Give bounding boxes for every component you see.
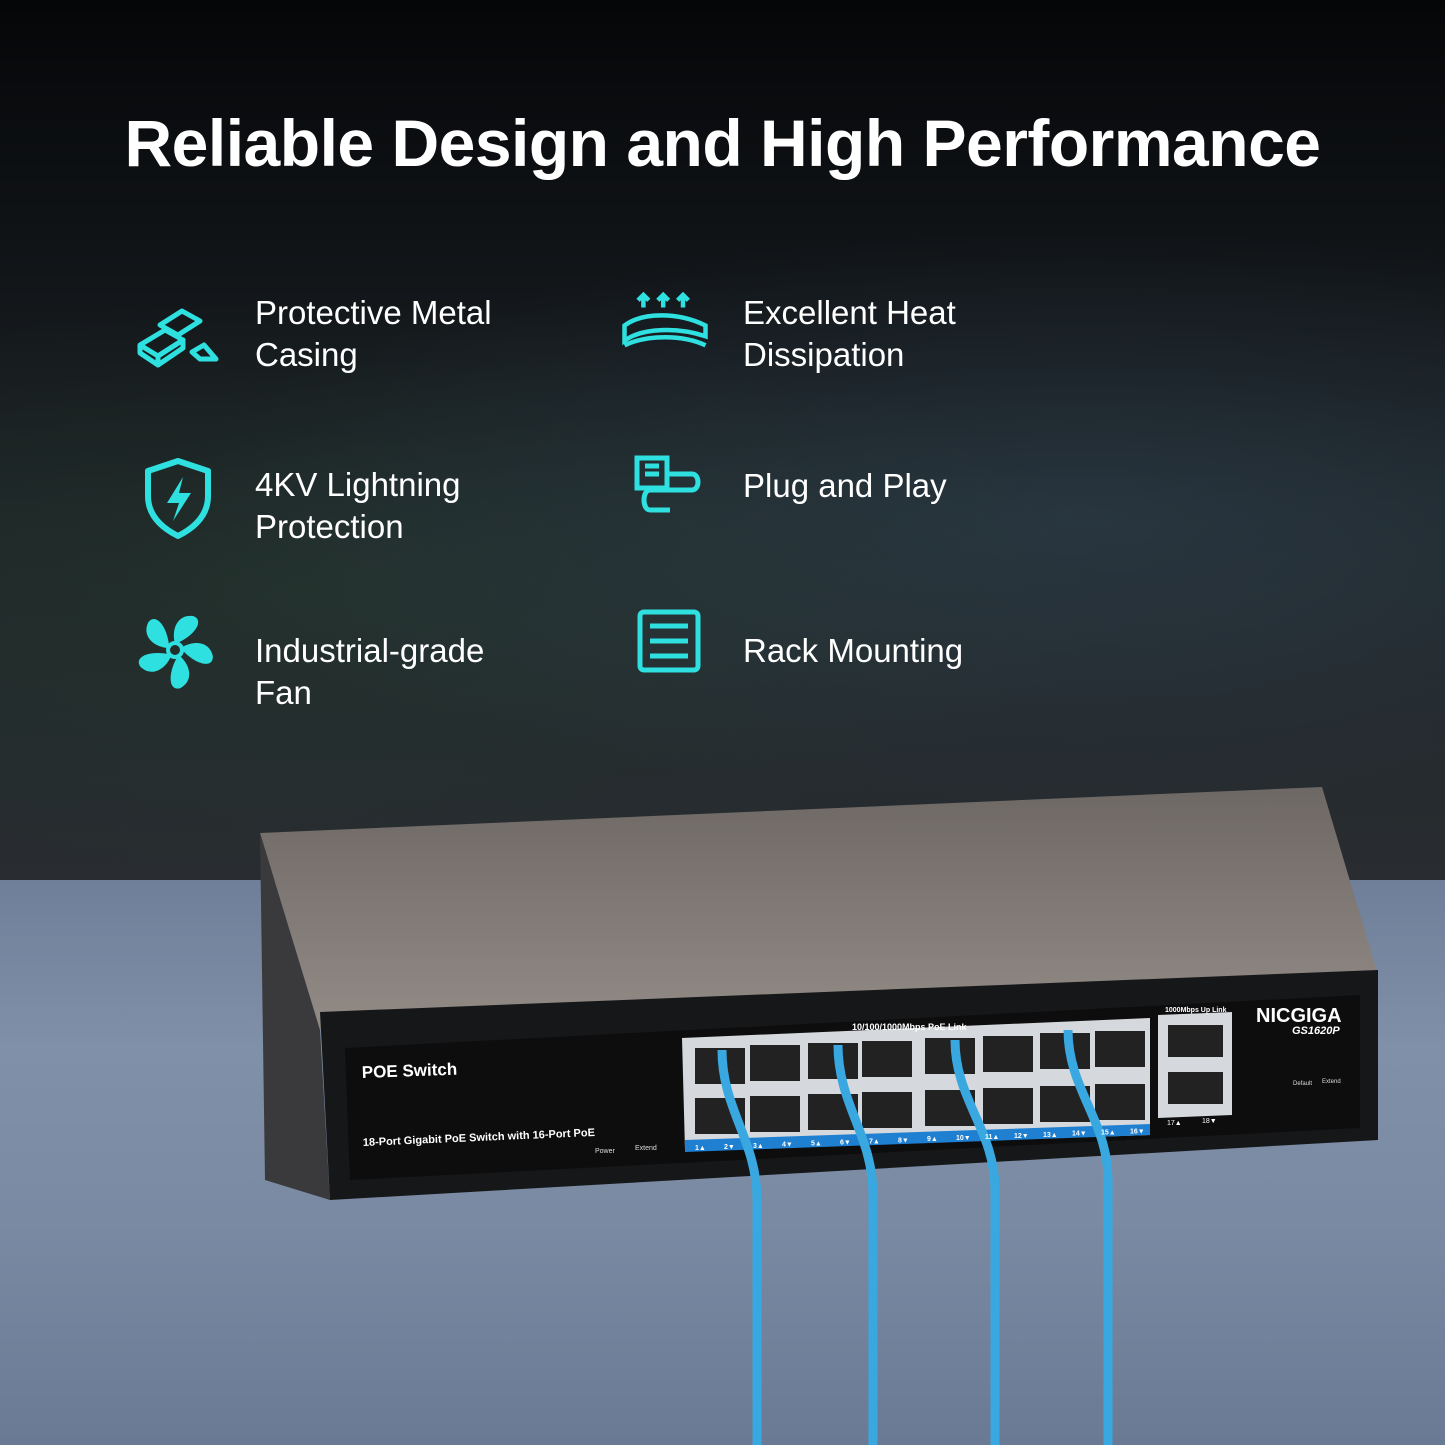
port-number-label: 7▲ [869,1138,880,1145]
port-number-label: 8▼ [898,1137,909,1144]
port-number-label: 10▼ [956,1135,971,1142]
port-number-label: 1▲ [695,1145,706,1152]
metal-bars-icon [130,290,220,380]
extend-led-label: Extend [635,1145,657,1152]
office-background [0,180,1445,860]
page-title: Reliable Design and High Performance [124,106,1321,180]
model-number: GS1620P [1292,1025,1340,1037]
uplink-label: 1000Mbps Up Link [1165,1007,1227,1014]
ethernet-cables [717,1029,1113,1445]
plug-icon [625,450,715,540]
fan-icon [130,605,220,695]
port-number-label: 12▼ [1014,1133,1029,1140]
lightning-shield-icon [133,455,223,545]
port-number-label: 16▼ [1130,1129,1145,1136]
port-number-label: 2▼ [724,1144,735,1151]
power-led-label: Power [595,1148,616,1155]
port-18-label: 18▼ [1202,1118,1217,1125]
port-number-label: 9▲ [927,1136,938,1143]
brand-name: NICGIGA [1256,1005,1342,1027]
port-number-label: 15▲ [1101,1130,1116,1137]
port-number-label: 11▲ [985,1134,999,1141]
switch-label: POE Switch [361,1060,457,1082]
port-number-label: 3▲ [753,1143,764,1150]
port-number-label: 13▲ [1043,1132,1058,1139]
port-number-label: 14▼ [1072,1131,1087,1138]
port-number-label: 5▲ [811,1141,822,1148]
heat-dissipation-icon [620,285,710,375]
port-number-label: 6▼ [840,1140,851,1147]
rack-icon [625,600,715,690]
port-17-label: 17▲ [1167,1120,1182,1127]
feature-plug-and-play: Plug and Play [743,467,947,504]
feature-rack-mounting: Rack Mounting [743,632,964,669]
extend-switch-label: Extend [1322,1079,1341,1085]
default-switch-label: Default [1293,1081,1312,1087]
port-number-label: 4▼ [782,1142,793,1149]
poe-link-label: 10/100/1000Mbps PoE Link [852,1022,968,1032]
